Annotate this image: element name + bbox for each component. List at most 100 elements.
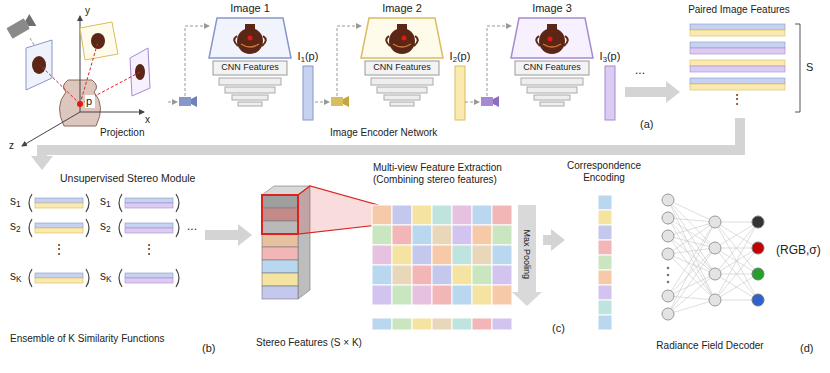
image-panel-part: [548, 37, 553, 42]
arrow-shaft: [205, 230, 238, 240]
axis-label: y: [85, 5, 95, 17]
ellipsis: ...: [183, 220, 201, 234]
arrow-head: [31, 156, 53, 170]
pooled-vector-part: [392, 318, 412, 330]
function-name: s2: [10, 220, 28, 234]
feature-grid-part: [432, 245, 452, 265]
scene-illustration: [6, 14, 150, 146]
feature-grid-part: [472, 265, 492, 285]
image-panel-part: [402, 36, 407, 41]
image-panel-part: [455, 66, 465, 120]
scene-illustration-part: [91, 33, 105, 49]
arrow-head: [666, 81, 680, 103]
flow-arrow: [543, 229, 565, 251]
similarity-bars-part: [35, 203, 83, 208]
decoder-network-part-part: [668, 200, 715, 314]
feature-grid-part: [392, 245, 412, 265]
image-panel-part: [225, 87, 275, 93]
image-panel-part: [521, 78, 583, 85]
pooled-vector: [372, 318, 512, 330]
paired-feature-bars-part: [690, 24, 785, 30]
feature-grid-part: [432, 265, 452, 285]
feature-grid-part: [372, 265, 392, 285]
paired-feature-bars-part: [795, 24, 800, 112]
paired-feature-bars: [690, 24, 800, 112]
image-panel-part: [539, 28, 565, 54]
feature-grid-part: [392, 285, 412, 305]
feature-grid-part: [412, 225, 432, 245]
stereo-feature-column: [262, 186, 378, 299]
image-panel-part: [179, 97, 191, 106]
similarity-bars-part: [35, 228, 83, 233]
decoder-network-part-part: [709, 242, 721, 254]
decoder-network: [662, 194, 764, 320]
encoding-vector-part: [598, 195, 612, 210]
block-title: Correspondence Encoding: [565, 160, 643, 183]
image-panel-part: [337, 26, 361, 96]
image-panel-part: [540, 102, 564, 106]
arrow-shaft: [625, 87, 666, 97]
decoder-network-part: [752, 294, 764, 306]
image-panel: [315, 18, 465, 120]
stereo-features: Stereo Features (S × K): [252, 180, 364, 360]
image-panel-part: [515, 61, 589, 75]
set-size-label: S: [806, 61, 820, 74]
module-title: Unsupervised Stereo Module: [60, 172, 205, 184]
feature-grid-part: [412, 265, 432, 285]
paired-feature-bars-part: [690, 30, 785, 36]
image-panel-part: [185, 26, 209, 96]
image-panel-part: [232, 95, 268, 100]
image-panel-part: [543, 44, 561, 47]
image-panel-part: [303, 66, 313, 120]
block-caption: Radiance Field Decoder: [645, 340, 775, 352]
image-encoder-panel: Image 3CNN Features: [507, 0, 597, 108]
scene-illustration-part: [40, 65, 80, 104]
paired-feature-bars-part: [690, 84, 785, 90]
similarity-functions-part: [29, 194, 89, 212]
image-panel: [168, 18, 313, 120]
feature-grid-part: [392, 265, 412, 285]
stereo-feature-column-part: [262, 286, 298, 299]
function-name: sK: [10, 270, 28, 284]
image-title: Image 1: [205, 2, 295, 15]
correspondence-encoding: Correspondence Encoding: [565, 158, 643, 336]
scene-illustration-part-part: [23, 14, 36, 30]
stereo-feature-column-part: [262, 195, 298, 234]
ellipsis: ⋮: [727, 93, 747, 107]
similarity-bars-part: [35, 278, 83, 283]
feature-grid-part: [412, 245, 432, 265]
similarity-bars-part: [125, 278, 173, 283]
encoding-vector-part: [598, 315, 612, 330]
feature-grid-part: [492, 205, 512, 225]
feature-grid-part: [492, 225, 512, 245]
vector-label: I1(p): [293, 50, 323, 63]
image-panel-part: [487, 26, 511, 96]
panel-letter: (b): [202, 342, 226, 355]
feature-grid-part: [452, 285, 472, 305]
block-caption: Stereo Features (S × K): [256, 337, 364, 349]
similarity-functions-part: [119, 219, 179, 237]
flow-arrow: [205, 224, 252, 246]
image-panel-part: [365, 61, 439, 75]
multi-view-extraction: Multi-view Feature Extraction (Combining…: [365, 160, 543, 340]
paired-feature-bars-part: [690, 42, 785, 48]
image-panel-part: [343, 96, 349, 107]
similarity-bars-part: [125, 198, 173, 203]
decoder-network-part-part: [667, 267, 670, 270]
image-panel-part: [168, 102, 177, 103]
image-panel-part: [393, 44, 411, 47]
panel-letter: (c): [552, 322, 576, 335]
block-title: Multi-view Feature Extraction (Combining…: [373, 162, 538, 185]
image-panel-part: [534, 95, 570, 100]
decoder-network-part-part: [662, 290, 674, 302]
feature-grid-part: [412, 205, 432, 225]
layer-label: CNN Features: [515, 62, 589, 72]
module-caption: Ensemble of K Similarity Functions: [10, 333, 170, 345]
feature-grid-part: [432, 225, 452, 245]
encoding-vector-part: [598, 255, 612, 270]
block-title: Paired Image Features: [680, 4, 798, 16]
stage-label: Image Encoder Network: [330, 127, 460, 139]
decoder-network-part: [752, 268, 764, 280]
encoding-vector-part: [598, 285, 612, 300]
